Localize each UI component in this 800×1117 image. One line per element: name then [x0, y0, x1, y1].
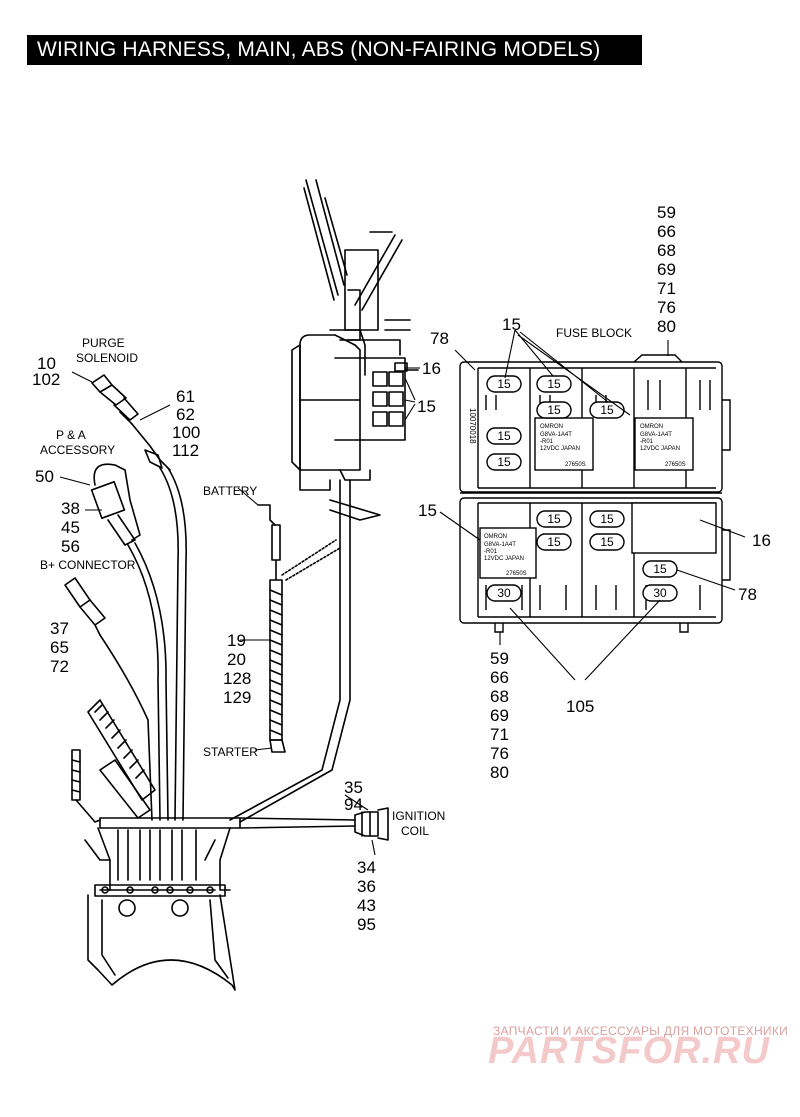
leader-lines [59, 329, 746, 856]
callout-69-bottom: 69 [490, 706, 509, 725]
callout-59-top: 59 [657, 203, 676, 222]
relay-code: 27650S [565, 462, 586, 468]
callout-59-bottom: 59 [490, 649, 509, 668]
callout-129: 129 [223, 688, 251, 707]
callout-45: 45 [61, 518, 80, 537]
purge-solenoid-label: PURGE [82, 336, 125, 350]
fuse-15: 15 [497, 455, 511, 469]
fuse-30: 30 [497, 586, 511, 600]
fuse-15: 15 [497, 429, 511, 443]
fuse-15: 15 [547, 377, 561, 391]
callout-50: 50 [35, 467, 54, 486]
fuse-15: 15 [653, 562, 667, 576]
relay-model: G8VA-1A4T [640, 432, 672, 438]
relay-model: G8VA-1A4T [484, 542, 516, 548]
ignition-coil-label: IGNITION [392, 809, 445, 823]
purge-solenoid [91, 374, 187, 821]
callout-61: 61 [176, 387, 195, 406]
callout-95: 95 [357, 915, 376, 934]
ignition-coil-lead [239, 807, 389, 841]
callout-76-top: 76 [657, 298, 676, 317]
callout-105: 105 [566, 697, 594, 716]
relay-code: 27650S [506, 571, 527, 577]
fuse-15: 15 [600, 535, 614, 549]
fuse-15: 15 [547, 535, 561, 549]
ignition-coil-label-2: COIL [401, 824, 429, 838]
callout-19: 19 [227, 631, 246, 650]
purge-solenoid-label-2: SOLENOID [76, 351, 138, 365]
callout-43: 43 [357, 896, 376, 915]
fuse-30: 30 [653, 586, 667, 600]
callout-68-top: 68 [657, 241, 676, 260]
callout-10: 10 [37, 354, 56, 373]
callout-15-bracket: 15 [417, 397, 436, 416]
callout-16-right: 16 [752, 531, 771, 550]
pa-accessory-label: P & A [56, 428, 86, 442]
callout-112: 112 [172, 441, 199, 460]
callout-128: 128 [223, 669, 251, 688]
watermark-tagline: ЗАПЧАСТИ И АКСЕССУАРЫ ДЛЯ МОТОТЕХНИКИ [493, 1024, 789, 1038]
fuse-pills [486, 375, 678, 602]
callout-38: 38 [61, 499, 80, 518]
callout-15-fuse-top: 15 [502, 315, 521, 334]
callout-72: 72 [50, 657, 69, 676]
callout-71-top: 71 [657, 279, 676, 298]
fuse-block-label: FUSE BLOCK [556, 326, 632, 340]
callout-62: 62 [176, 405, 195, 424]
battery-cable [257, 504, 341, 753]
callout-16-top: 16 [422, 359, 441, 378]
callout-80-bottom: 80 [490, 763, 509, 782]
relay-model: G8VA-1A4T [540, 432, 572, 438]
starter-label: STARTER [203, 745, 258, 759]
battery-label: BATTERY [203, 484, 257, 498]
b-plus-connector [64, 577, 153, 821]
callout-71-bottom: 71 [490, 725, 509, 744]
callout-37: 37 [50, 619, 69, 638]
conduit [71, 699, 156, 823]
relay-voltage: 12VDC JAPAN [484, 556, 524, 562]
pa-accessory-label-2: ACCESSORY [40, 443, 115, 457]
fuse-15: 15 [547, 403, 561, 417]
relay-suffix: -R01 [540, 439, 554, 445]
callout-68-bottom: 68 [490, 687, 509, 706]
ecm-bracket [291, 179, 419, 521]
relay-suffix: -R01 [640, 439, 654, 445]
callout-94: 94 [344, 795, 363, 814]
relay-voltage: 12VDC JAPAN [640, 446, 680, 452]
callout-69-top: 69 [657, 260, 676, 279]
callout-15-left: 15 [418, 501, 437, 520]
callout-20: 20 [227, 650, 246, 669]
callout-34: 34 [357, 858, 376, 877]
frame-clamp [84, 817, 241, 991]
pa-accessory-connector [90, 463, 169, 821]
relay-brand: OMRON [540, 424, 563, 430]
callout-66-top: 66 [657, 222, 676, 241]
callout-100: 100 [172, 423, 200, 442]
relay-brand: OMRON [640, 424, 663, 430]
callout-78-top: 78 [430, 329, 449, 348]
callout-56: 56 [61, 537, 80, 556]
relay-code: 27650S [665, 462, 686, 468]
callout-80-top: 80 [657, 317, 676, 336]
page-title: WIRING HARNESS, MAIN, ABS (NON-FAIRING M… [27, 35, 642, 65]
fuse-15: 15 [497, 377, 511, 391]
callout-78-right: 78 [738, 585, 757, 604]
callout-66-bottom: 66 [490, 668, 509, 687]
relay-suffix: -R01 [484, 549, 498, 555]
fuse-15: 15 [600, 403, 614, 417]
relay-brand: OMRON [484, 534, 507, 540]
relay-voltage: 12VDC JAPAN [540, 446, 580, 452]
callout-36: 36 [357, 877, 376, 896]
callout-65: 65 [50, 638, 69, 657]
callout-35: 35 [344, 778, 363, 797]
fuse-15: 15 [547, 512, 561, 526]
b-plus-connector-label: B+ CONNECTOR [40, 558, 136, 572]
fuse-block-code: 10070018 [468, 408, 477, 444]
fuse-block-assembly [459, 354, 731, 633]
watermark-logo: PARTSFOR.RU [488, 1030, 770, 1072]
fuse-15: 15 [600, 512, 614, 526]
callout-102: 102 [32, 370, 60, 389]
callout-76-bottom: 76 [490, 744, 509, 763]
